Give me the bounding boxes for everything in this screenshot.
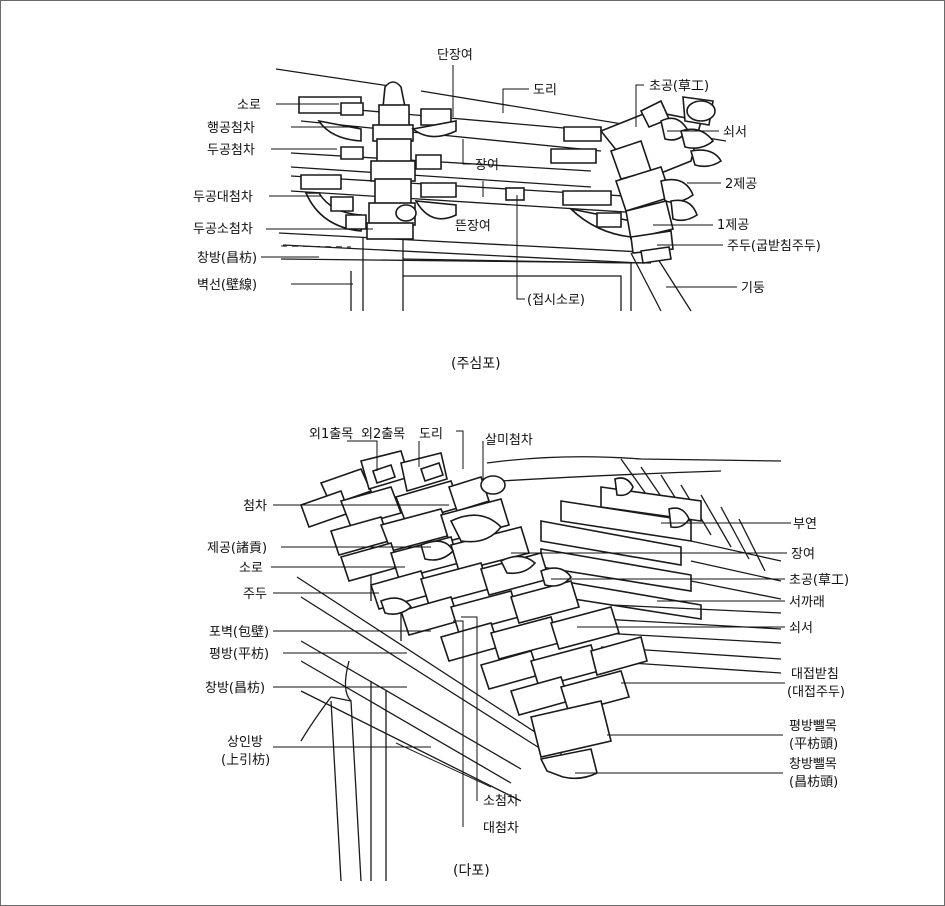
label-swaeseo: 쇠서	[723, 125, 747, 140]
label-soro: 소로	[239, 561, 263, 576]
label-soro: 소로	[237, 98, 261, 113]
dapo-leaders	[271, 430, 791, 827]
label-pyeongbang-ppaemmok: 평방뺄목	[789, 719, 837, 734]
jeopsi-soro-block	[505, 187, 525, 201]
central-bracket	[366, 81, 417, 240]
label-oe2-chulmok: 외2출목	[361, 427, 405, 442]
label-salmi-cheomcha: 살미첨차	[485, 433, 533, 448]
label-sanginbang-hanja: (上引枋)	[221, 752, 270, 768]
label-jegong-2: 2제공	[725, 177, 757, 192]
label-jeopsi-soro: (접시소로)	[527, 293, 585, 308]
label-pyeongbang-du: (平枋頭)	[789, 736, 838, 752]
label-jegong: 제공(諸貢)	[207, 540, 267, 556]
label-jangyeo: 장여	[475, 158, 499, 173]
label-changbang: 창방(昌枋)	[205, 680, 265, 696]
label-seokkarae: 서까래	[789, 595, 825, 610]
caption-dapo: (다포)	[453, 863, 490, 879]
caption-jusimpo: (주심포)	[451, 356, 501, 372]
dapo-labels: 외1출목 외2출목 도리 살미첨차 첨차 부연 제공(諸貢) 장여 소로 초공(…	[205, 427, 849, 879]
dapo-drawing	[271, 430, 791, 882]
label-tteunjangyeo: 뜬장여	[455, 219, 491, 234]
label-daejeop-judu: (대접주두)	[787, 685, 845, 700]
label-byeokseon: 벽선(壁線)	[197, 277, 257, 293]
label-judu: 주두	[243, 587, 267, 602]
label-dugong-dae-cheomcha: 두공대첨차	[193, 190, 253, 205]
label-changbang-du: (昌枋頭)	[789, 774, 838, 790]
label-haenggong-cheomcha: 행공첨차	[207, 120, 255, 136]
label-changbang: 창방(昌枋)	[197, 250, 257, 266]
jusimpo-leaders	[261, 65, 737, 300]
label-jangyeo: 장여	[791, 547, 815, 562]
corner-bracket-cluster	[599, 96, 723, 264]
label-chogong: 초공(草工)	[649, 79, 709, 94]
label-daecheomcha: 대첨차	[483, 821, 519, 836]
label-gidung: 기둥	[741, 281, 765, 296]
label-daejeop-batchim: 대접받침	[791, 667, 839, 682]
label-judu: 주두(굽받침주두)	[727, 239, 821, 254]
left-bracket-arms	[298, 96, 367, 232]
label-danjangyeo: 단장여	[437, 48, 473, 63]
label-oe1-chulmok: 외1출목	[309, 427, 353, 442]
label-changbang-ppaemmok: 창방뺄목	[789, 757, 837, 772]
label-pyeongbang: 평방(平枋)	[209, 646, 269, 662]
label-socheomcha: 소첨차	[483, 794, 519, 809]
label-dugong-so-cheomcha: 두공소첨차	[193, 222, 253, 237]
dapo-bracket-stack	[299, 450, 648, 780]
right-bracket-arms	[550, 126, 632, 238]
jusimpo-drawing	[261, 65, 737, 312]
label-buyeon: 부연	[793, 517, 817, 532]
label-swaeseo: 쇠서	[789, 621, 813, 636]
center-right-arms	[411, 108, 457, 220]
rafters	[486, 456, 782, 674]
label-chogong: 초공(草工)	[789, 573, 849, 588]
label-dugong-cheomcha: 두공첨차	[207, 143, 255, 158]
label-cheomcha: 첨차	[243, 499, 267, 514]
jusimpo-labels: 단장여 도리 초공(草工) 소로 행공첨차 쇠서 두공첨차 장여 2제공 두공대…	[193, 48, 821, 372]
label-jegong-1: 1제공	[717, 218, 749, 233]
label-dori: 도리	[533, 83, 557, 98]
label-sanginbang: 상인방	[227, 735, 263, 750]
label-pobyeok: 포벽(包壁)	[209, 625, 269, 640]
label-dori: 도리	[419, 427, 443, 442]
